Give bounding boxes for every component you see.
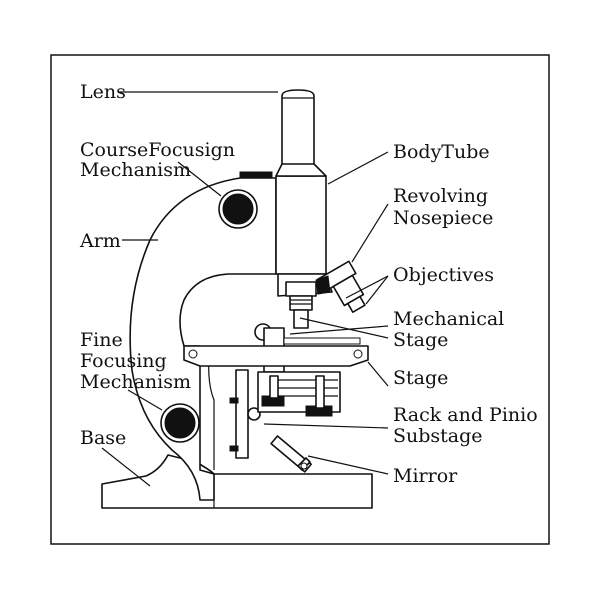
labels: Lens CourseFocusign Mechanism Arm Fine F… xyxy=(79,81,538,487)
label-nosepiece-line1: Revolving xyxy=(393,185,488,207)
label-coarse-focus-line1: CourseFocusign xyxy=(80,139,235,161)
label-lens: Lens xyxy=(80,81,126,103)
leader-lines xyxy=(101,91,389,487)
label-mirror: Mirror xyxy=(393,465,458,487)
label-base: Base xyxy=(80,427,126,449)
label-mech-stage-line2: Stage xyxy=(393,329,448,351)
arm-top-strip xyxy=(239,171,273,179)
fine-knob xyxy=(164,407,196,439)
stage-plate xyxy=(183,345,369,367)
label-objectives: Objectives xyxy=(393,264,494,286)
label-nosepiece-line2: Nosepiece xyxy=(393,207,493,229)
label-rack-pinion-line2: Substage xyxy=(393,425,483,447)
label-stage: Stage xyxy=(393,367,448,389)
coarse-knob xyxy=(222,193,254,225)
body-tube xyxy=(275,175,327,275)
label-fine-focus-line3: Mechanism xyxy=(80,371,191,393)
label-rack-pinion-line1: Rack and Pinio xyxy=(393,404,538,426)
objective-center xyxy=(289,295,313,311)
eyepiece-tube xyxy=(281,89,315,177)
label-fine-focus-line1: Fine xyxy=(80,329,123,351)
label-fine-focus-line2: Focusing xyxy=(80,350,167,372)
label-mech-stage-line1: Mechanical xyxy=(393,308,504,330)
label-body-tube: BodyTube xyxy=(393,141,490,163)
label-arm: Arm xyxy=(79,230,121,252)
label-coarse-focus-line2: Mechanism xyxy=(80,159,191,181)
substage-column xyxy=(235,369,249,459)
microscope-illustration xyxy=(101,89,373,509)
